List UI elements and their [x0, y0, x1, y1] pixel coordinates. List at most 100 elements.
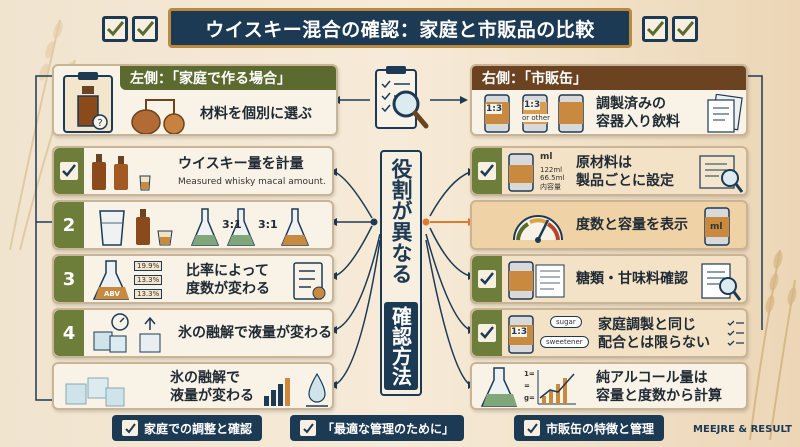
clipboard-bottle-icon: ?: [63, 72, 113, 133]
formula-1: 1=: [524, 370, 535, 378]
footer-label-1: 家庭での調整と確認: [144, 421, 253, 436]
right-header-label: 右側：「市販缶」: [472, 66, 746, 90]
right-header-ratio-2: 1:3: [524, 100, 541, 110]
checklist-icon: [293, 262, 326, 300]
left-row-3-number: 3: [54, 256, 84, 302]
right-row-1-line2: 製品ごとに設定: [576, 173, 674, 189]
center-vertical-top-text: 役割が異なる: [389, 158, 413, 284]
can-ml-label: ml: [540, 152, 553, 162]
footer-label-3: 市販缶の特徴と管理: [546, 421, 655, 436]
abv-pct-3: 13.3%: [134, 289, 163, 299]
right-row-4: 1:3 sugar sweetener 家庭調製と同じ 配合とは限らない: [470, 308, 748, 358]
right-row-4-ratio: 1:3: [511, 327, 528, 337]
left-row-2-number: 2: [54, 202, 84, 248]
ice-cubes-icon: [65, 377, 125, 407]
abv-flask-icon: [92, 260, 130, 300]
magnifier-clipboard-icon: [375, 66, 429, 129]
right-row-3-tab: [472, 256, 502, 302]
measuring-glasses-icon: [99, 208, 310, 246]
left-row-1-sub: Measured whisky macal amount.: [178, 177, 326, 187]
can-doc-icon: [508, 261, 565, 300]
distillery-still-icon: [131, 99, 185, 134]
left-row-5: 氷の融解で 液量が変わる: [52, 362, 334, 410]
formula-3: g=: [524, 394, 535, 402]
footer-check-icon: [300, 420, 316, 436]
right-row-5-line2: 容量と度数から計算: [596, 388, 722, 404]
left-row-1: ウイスキー量を計量 Measured whisky macal amount.: [52, 146, 334, 196]
ratio-label-b: 3:1: [258, 218, 278, 231]
right-header-text-1: 調製済みの: [596, 96, 666, 112]
right-row-4-tab: [472, 310, 502, 356]
right-row-4-line1: 家庭調製と同じ: [598, 317, 696, 333]
left-header-label: 左側：「家庭で作る場合」: [120, 66, 336, 90]
left-row-3-line1: 比率によって: [186, 263, 269, 279]
right-row-5: 1= = g= 純アルコール量は 容量と度数から計算: [470, 362, 748, 410]
check-icon: [478, 162, 496, 180]
abv-pct-1: 19.9%: [134, 261, 163, 271]
right-header-text-2: 容器入り飲料: [596, 114, 680, 130]
right-header-ratio-2-sub: or other: [522, 114, 551, 122]
title-check-icon-3: [642, 16, 668, 42]
ratio-label-a: 3:1: [222, 218, 242, 231]
right-row-4-line2: 配合とは限らない: [598, 335, 710, 351]
footer-pill-2: 「最適な管理のために」: [290, 415, 465, 441]
page-title: ウイスキー混合の確認：家庭と市販品の比較: [168, 8, 632, 48]
sugar-bubble: sugar: [550, 316, 582, 328]
check-icon: [478, 270, 496, 288]
can-665ml: 66.5ml: [540, 174, 565, 182]
right-row-1: ml 122ml 66.5ml 内容量 原材料は 製品ごとに設定: [470, 146, 748, 196]
left-row-5-line2: 液量が変わる: [170, 388, 254, 404]
title-check-icon-4: [672, 16, 698, 42]
abv-label: ABV: [104, 290, 120, 298]
whisky-bottles-icon: [92, 154, 151, 191]
footer-label-2: 「最適な管理のために」: [322, 421, 455, 436]
flask-formula-icon: [480, 367, 518, 407]
right-row-2: 度数と容量を表示 ml: [470, 200, 748, 250]
can-icon-row2: [704, 207, 730, 246]
check-icon: [478, 324, 496, 342]
can-122ml: 122ml: [540, 166, 563, 174]
can-icon-2: [522, 94, 548, 133]
sweetener-bubble: sweetener: [540, 336, 589, 348]
can-ml-label-2: ml: [710, 222, 723, 232]
right-header-card: 右側：「市販缶」 1:3 1:3 or other 調製済みの 容器入り飲料: [470, 64, 748, 136]
level-chart-icon: [264, 372, 328, 407]
left-row-1-text: ウイスキー量を計量: [178, 156, 304, 172]
ice-gauge-icon: [93, 313, 161, 353]
right-row-1-line1: 原材料は: [576, 155, 632, 171]
formula-2: =: [524, 382, 530, 390]
footer-check-icon: [122, 420, 138, 436]
footer-pill-1: 家庭での調整と確認: [112, 415, 263, 441]
left-row-4-number: 4: [54, 310, 84, 356]
left-row-4-text: 氷の融解で液量が変わる: [178, 325, 332, 341]
left-row-3-line2: 度数が変わる: [186, 281, 270, 297]
gauge-icon: [513, 215, 563, 243]
wheat-decoration-right: [749, 249, 797, 441]
title-check-icon-1: [102, 16, 128, 42]
right-row-3: 糖類・甘味料確認: [470, 254, 748, 304]
checklist-small-icon: [727, 320, 744, 346]
left-row-1-tab: [54, 148, 84, 194]
right-row-5-line1: 純アルコール量は: [596, 370, 708, 386]
title-check-icon-2: [132, 16, 158, 42]
brand-label: MEEJRE & RESULT: [693, 424, 792, 435]
trend-chart-icon: [537, 370, 576, 405]
doc-magnifier-icon: [701, 263, 742, 301]
footer-pill-3: 市販缶の特徴と管理: [514, 415, 665, 441]
check-icon: [60, 162, 78, 180]
can-content-jp: 内容量: [540, 183, 561, 191]
right-row-3-text: 糖類・甘味料確認: [576, 271, 688, 287]
scroll-magnifier-icon: [699, 155, 744, 193]
can-label-icon: [508, 153, 534, 192]
left-row-2: 2 3:1 3:1: [52, 200, 334, 250]
left-header-text: 材料を個別に選ぶ: [200, 106, 312, 122]
left-row-3: 3 ABV 19.9% 13.3% 13.3% 比率によって 度数が変わる: [52, 254, 334, 304]
footer-check-icon: [524, 420, 540, 436]
documents-icon: [707, 94, 743, 133]
abv-pct-2: 13.3%: [134, 275, 163, 285]
svg-text:?: ?: [97, 118, 102, 129]
left-row-5-line1: 氷の融解で: [170, 370, 240, 386]
center-vertical-bottom-text: 確認方法: [384, 302, 418, 390]
left-header-card: 左側：「家庭で作る場合」 ? 材料を個別に選ぶ: [52, 64, 338, 136]
